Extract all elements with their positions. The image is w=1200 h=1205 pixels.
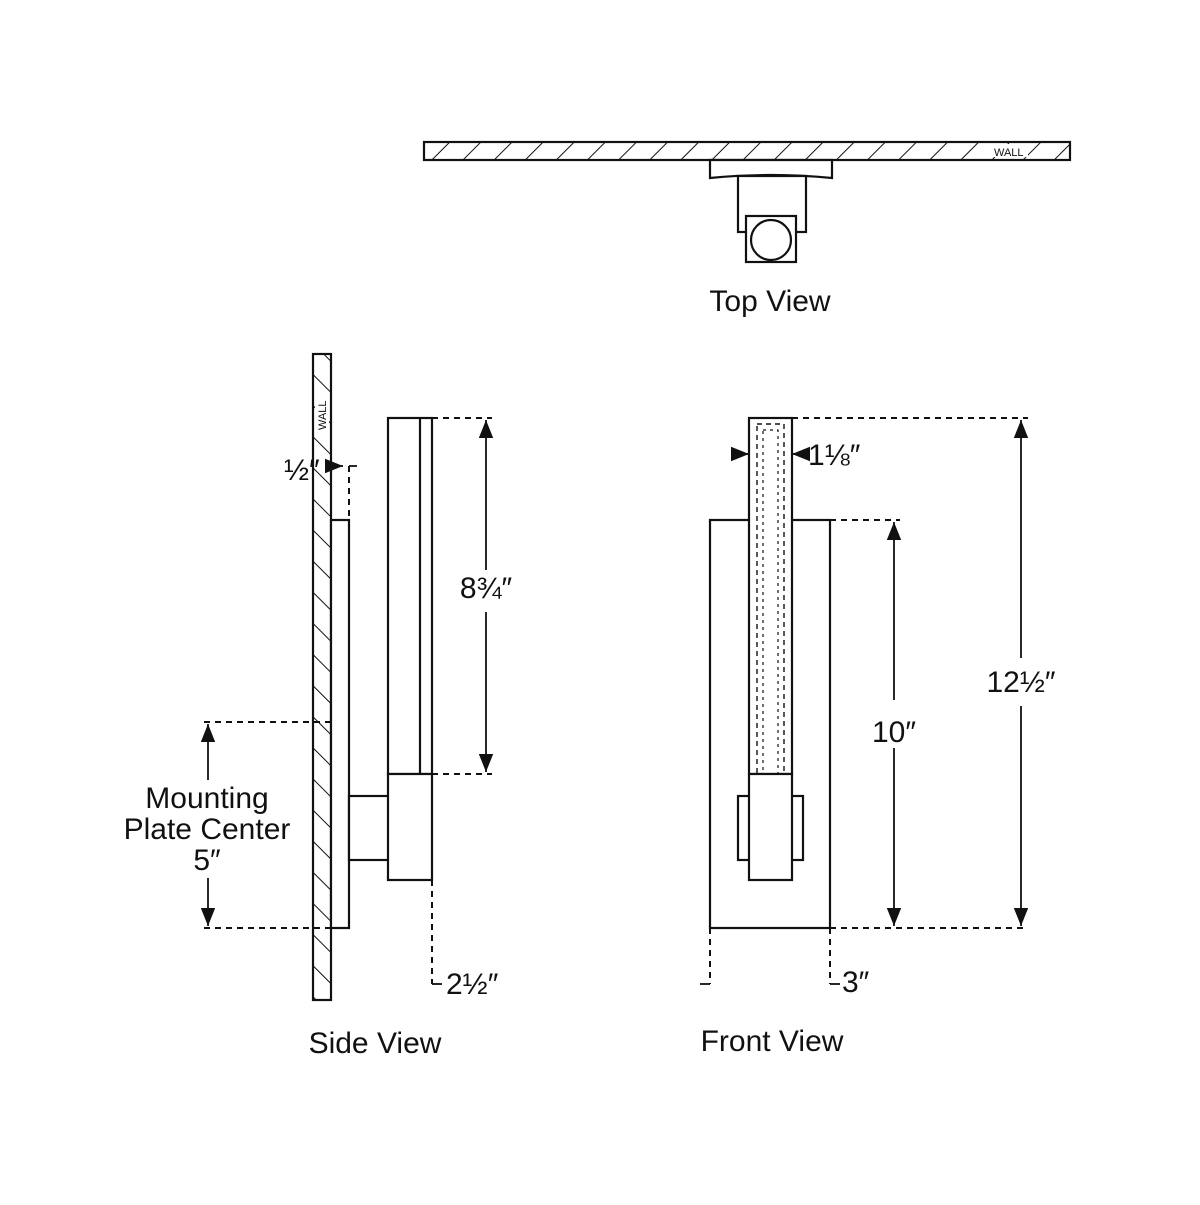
side-view-label: Side View (309, 1027, 442, 1060)
top-lamp-circle (749, 218, 793, 262)
front-base-block (747, 772, 794, 882)
dim-three: 3″ (842, 966, 870, 999)
dim-ten: 10″ (872, 716, 916, 749)
dim-twelve-half: 12½″ (986, 666, 1055, 699)
side-view: WALL ½″ 8¾″ Mounting Plate Center 5″ 2½″… (124, 352, 513, 1060)
side-base-block (386, 772, 434, 882)
top-wall-label: WALL (994, 147, 1024, 159)
dim-half-inch: ½″ (284, 454, 320, 487)
mounting-label-line2: Plate Center (124, 813, 291, 846)
mounting-label-line1: Mounting (145, 782, 268, 815)
front-view-label: Front View (701, 1025, 844, 1058)
dim-two-half: 2½″ (446, 968, 499, 1001)
dim-eight-three-quarter: 8¾″ (460, 572, 513, 605)
side-wall-label: WALL (317, 400, 329, 430)
top-wall-label-bg (988, 144, 1028, 157)
side-wall (311, 352, 333, 1002)
top-shade (744, 214, 798, 264)
top-wall (422, 140, 1072, 162)
mounting-label-value: 5″ (193, 844, 221, 877)
front-view: 1⅛″ 10″ 12½″ 3″ Front View (700, 416, 1056, 1058)
top-view-label: Top View (709, 285, 831, 318)
top-view: WALL Top View (422, 140, 1072, 318)
side-wall-label-bg (315, 392, 329, 432)
side-tube (386, 416, 434, 776)
front-tube (747, 416, 794, 776)
dim-one-eighth: 1⅛″ (808, 439, 861, 472)
side-backplate (329, 518, 351, 930)
